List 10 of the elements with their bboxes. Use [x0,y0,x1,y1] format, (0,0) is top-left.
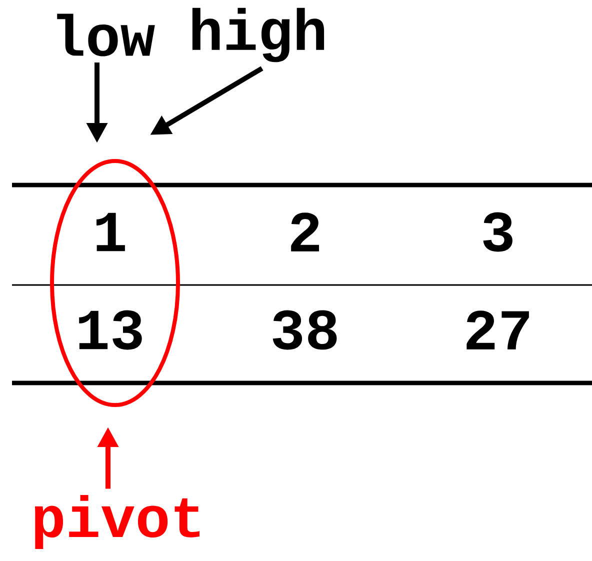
table-cell: 38 [272,310,337,350]
table-cell: 27 [466,310,529,350]
pointer-label: high [192,8,324,62]
table-cell: 3 [483,212,512,252]
highlight-ellipse [50,159,180,407]
pointer-label: pivot [34,494,200,550]
table-cell: 2 [291,212,319,252]
table-cell: 1 [96,212,125,252]
table-cell: 13 [79,310,142,350]
pointer-label: low [57,14,155,56]
